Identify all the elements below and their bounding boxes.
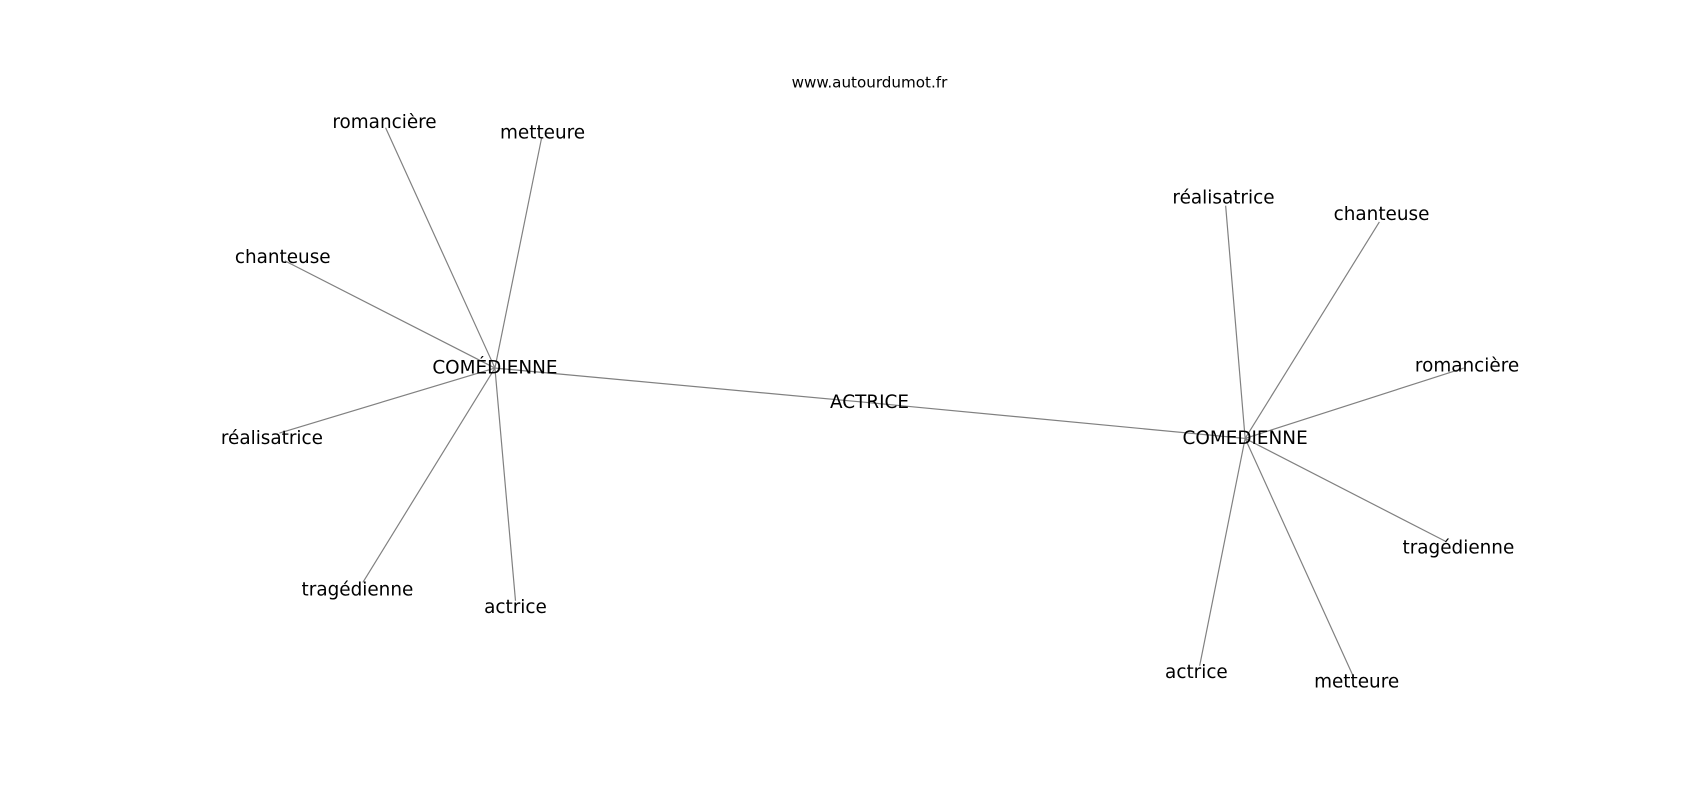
node-right-leaf[interactable]: actrice (1165, 662, 1228, 683)
edge-left-leaf (494, 138, 543, 369)
edge-left-leaf (279, 367, 496, 434)
edge-right-leaf (1244, 221, 1380, 439)
edge-comedienne-actrice (494, 367, 870, 404)
node-left-leaf[interactable]: tragédienne (302, 579, 414, 600)
edge-left-leaf (284, 260, 496, 369)
edge-left-leaf (362, 367, 496, 583)
node-right-leaf[interactable]: metteure (1314, 672, 1399, 693)
edge-right-leaf (1244, 438, 1354, 677)
node-left-leaf[interactable]: chanteuse (235, 247, 331, 268)
site-title: www.autourdumot.fr (792, 73, 948, 91)
node-right-leaf[interactable]: chanteuse (1334, 204, 1430, 225)
edge-right-leaf (1244, 367, 1464, 439)
edge-actrice-comedienne (869, 402, 1246, 440)
node-right-leaf[interactable]: romancière (1415, 355, 1519, 376)
edges (279, 127, 1464, 677)
edge-right-leaf (1244, 437, 1446, 542)
edge-left-leaf (385, 127, 496, 369)
node-left-leaf[interactable]: réalisatrice (221, 428, 323, 449)
node-hub-left[interactable]: COMÉDIENNE (432, 357, 557, 379)
node-left-leaf[interactable]: actrice (484, 597, 547, 618)
node-center[interactable]: ACTRICE (830, 392, 909, 413)
node-right-leaf[interactable]: réalisatrice (1172, 188, 1274, 209)
labels: romancière metteure chanteuse réalisatrice t… (221, 112, 1519, 693)
node-left-leaf[interactable]: metteure (500, 123, 585, 144)
node-right-leaf[interactable]: tragédienne (1403, 537, 1515, 558)
edge-right-leaf (1225, 205, 1246, 439)
edge-right-leaf (1199, 438, 1246, 666)
node-left-leaf[interactable]: romancière (332, 112, 436, 133)
node-hub-right[interactable]: COMEDIENNE (1183, 428, 1308, 449)
edge-left-leaf (494, 368, 517, 601)
